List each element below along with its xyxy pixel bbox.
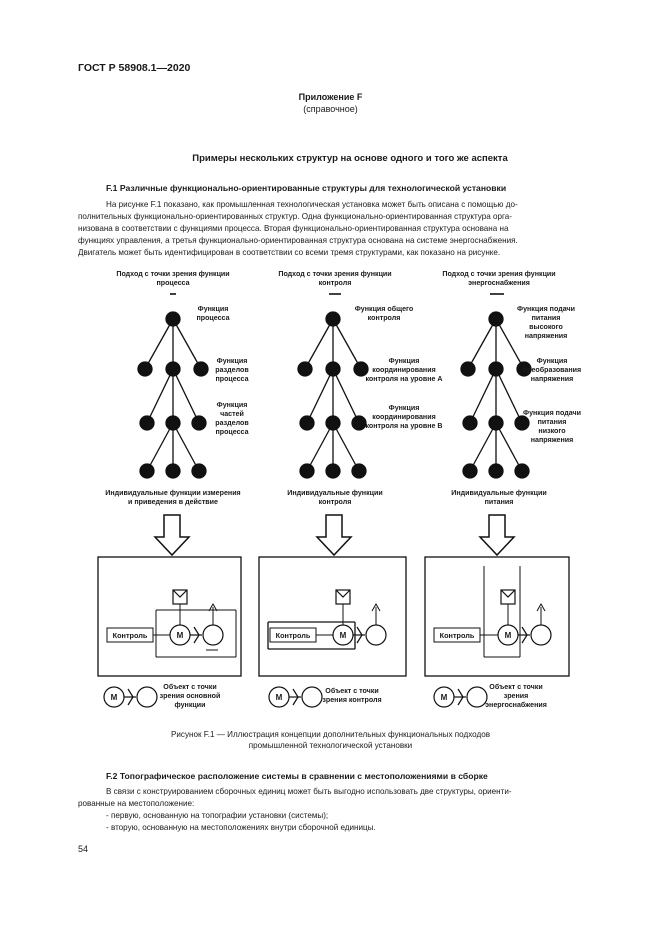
label-line: Подход с точки зрения функции bbox=[442, 270, 556, 278]
motor-label: M bbox=[176, 631, 184, 640]
label-line: напряжения bbox=[530, 375, 574, 383]
bullet-item: - первую, основанную на топографии устан… bbox=[106, 811, 329, 820]
col2-mid-label: Функция координирования контроля на уров… bbox=[364, 357, 444, 384]
label-line: преобразования bbox=[522, 366, 582, 374]
label-line: питания bbox=[531, 314, 561, 322]
label-line: Функция bbox=[216, 357, 248, 365]
label-line: Функция подачи bbox=[517, 305, 575, 313]
label-line: и приведения в действие bbox=[128, 498, 218, 506]
label-line: низкого bbox=[538, 427, 566, 435]
label-line: энергоснабжения bbox=[485, 701, 547, 709]
label-line: Объект с точки bbox=[489, 683, 543, 691]
control-label: Контроль bbox=[439, 631, 475, 640]
section-f2-title: F.2 Топографическое расположение системы… bbox=[106, 771, 488, 781]
label-line: Индивидуальные функции bbox=[451, 489, 547, 497]
section-f1-title: F.1 Различные функционально-ориентирован… bbox=[106, 183, 507, 193]
paragraph-line: полнительных функционально-ориентированн… bbox=[78, 212, 512, 221]
label-line: Функция bbox=[388, 357, 420, 365]
label-line: Индивидуальные функции bbox=[287, 489, 383, 497]
col2-root-label: Функция общего контроля bbox=[348, 305, 420, 323]
label-line: зрения контроля bbox=[322, 696, 382, 704]
label-line: контроля bbox=[318, 498, 352, 506]
label-line: Функция bbox=[388, 404, 420, 412]
label-line: высокого bbox=[529, 323, 563, 331]
label-line: контроля на уровне В bbox=[365, 422, 443, 430]
col1-legend-label: Объект с точки зрения основной функции bbox=[150, 683, 230, 710]
motor-label: M bbox=[110, 693, 118, 702]
label-line: процесса bbox=[196, 314, 230, 322]
label-line: зрения основной bbox=[159, 692, 221, 700]
paragraph-line: функциях управления, а третья функционал… bbox=[78, 236, 518, 245]
label-line: энергоснабжения bbox=[468, 279, 530, 287]
label-line: Подход с точки зрения функции bbox=[116, 270, 230, 278]
label-line: процесса bbox=[215, 375, 249, 383]
label-line: Объект с точки bbox=[325, 687, 379, 695]
label-line: разделов bbox=[215, 419, 249, 427]
col3-root-label: Функция подачи питания высокого напряжен… bbox=[514, 305, 578, 341]
label-line: функции bbox=[174, 701, 206, 709]
label-line: питания bbox=[484, 498, 514, 506]
caption-line: промышленной технологической установки bbox=[248, 741, 413, 750]
label-line: Функция подачи bbox=[523, 409, 581, 417]
label-line: Функция общего bbox=[354, 305, 414, 313]
paragraph-line: На рисунке F.1 показано, как промышленна… bbox=[106, 200, 518, 209]
section-f1-paragraph: На рисунке F.1 показано, как промышленна… bbox=[78, 199, 615, 259]
paragraph-line: В связи с конструированием сборочных еди… bbox=[106, 787, 512, 796]
col2-header: Подход с точки зрения функции контроля bbox=[250, 270, 420, 288]
col2-low-label: Функция координирования контроля на уров… bbox=[364, 404, 444, 431]
label-line: Функция bbox=[216, 401, 248, 409]
col3-low-label: Функция подачи питания низкого напряжени… bbox=[514, 409, 590, 445]
label-line: Функция bbox=[197, 305, 229, 313]
col3-leaves-label: Индивидуальные функции питания bbox=[424, 489, 574, 507]
caption-line: Рисунок F.1 — Иллюстрация концепции допо… bbox=[170, 730, 491, 739]
motor-label: M bbox=[275, 693, 283, 702]
page-number: 54 bbox=[78, 844, 89, 854]
label-line: частей bbox=[220, 410, 244, 418]
label-line: Подход с точки зрения функции bbox=[278, 270, 392, 278]
section-f2-paragraph: В связи с конструированием сборочных еди… bbox=[78, 786, 615, 810]
label-line: контроля bbox=[367, 314, 401, 322]
motor-label: M bbox=[504, 631, 512, 640]
label-line: контроля bbox=[318, 279, 352, 287]
label-line: процесса bbox=[156, 279, 190, 287]
col1-mid-label: Функция разделов процесса bbox=[207, 357, 257, 384]
label-line: разделов bbox=[215, 366, 249, 374]
col2-leaves-label: Индивидуальные функции контроля bbox=[260, 489, 410, 507]
label-line: процесса bbox=[215, 428, 249, 436]
label-line: напряжения bbox=[524, 332, 568, 340]
label-line: питания bbox=[537, 418, 567, 426]
col1-root-label: Функция процесса bbox=[188, 305, 238, 323]
label-line: Функция bbox=[536, 357, 568, 365]
control-label: Контроль bbox=[112, 631, 148, 640]
col3-legend-label: Объект с точки зрения энергоснабжения bbox=[472, 683, 560, 710]
col3-header: Подход с точки зрения функции энергоснаб… bbox=[414, 270, 584, 288]
paragraph-line: низована в соответствии с функциями проц… bbox=[78, 224, 509, 233]
appendix-subtitle: (справочное) bbox=[303, 104, 358, 114]
label-line: координирования bbox=[372, 366, 436, 374]
motor-label: M bbox=[339, 631, 347, 640]
label-line: Объект с точки bbox=[163, 683, 217, 691]
paragraph-line: Двигатель может быть идентифицирован в с… bbox=[78, 248, 501, 257]
col1-low-label: Функция частей разделов процесса bbox=[207, 401, 257, 437]
label-line: Индивидуальные функции измерения bbox=[105, 489, 241, 497]
paragraph-line: рованные на местоположение: bbox=[78, 799, 195, 808]
motor-label: M bbox=[440, 693, 448, 702]
label-line: координирования bbox=[372, 413, 436, 421]
col1-header: Подход с точки зрения функции процесса bbox=[88, 270, 258, 288]
bullet-item: - вторую, основанную на местоположениях … bbox=[106, 823, 376, 832]
col1-leaves-label: Индивидуальные функции измерения и приве… bbox=[84, 489, 262, 507]
control-label: Контроль bbox=[275, 631, 311, 640]
figure-caption: Рисунок F.1 — Иллюстрация концепции допо… bbox=[0, 729, 661, 751]
main-title: Примеры нескольких структур на основе од… bbox=[192, 153, 508, 164]
label-line: напряжения bbox=[530, 436, 574, 444]
document-id: ГОСТ Р 58908.1—2020 bbox=[78, 62, 191, 74]
col2-legend-label: Объект с точки зрения контроля bbox=[312, 687, 392, 705]
label-line: контроля на уровне А bbox=[365, 375, 443, 383]
appendix-title: Приложение F bbox=[298, 92, 363, 102]
label-line: зрения bbox=[503, 692, 529, 700]
col3-mid-label: Функция преобразования напряжения bbox=[516, 357, 588, 384]
